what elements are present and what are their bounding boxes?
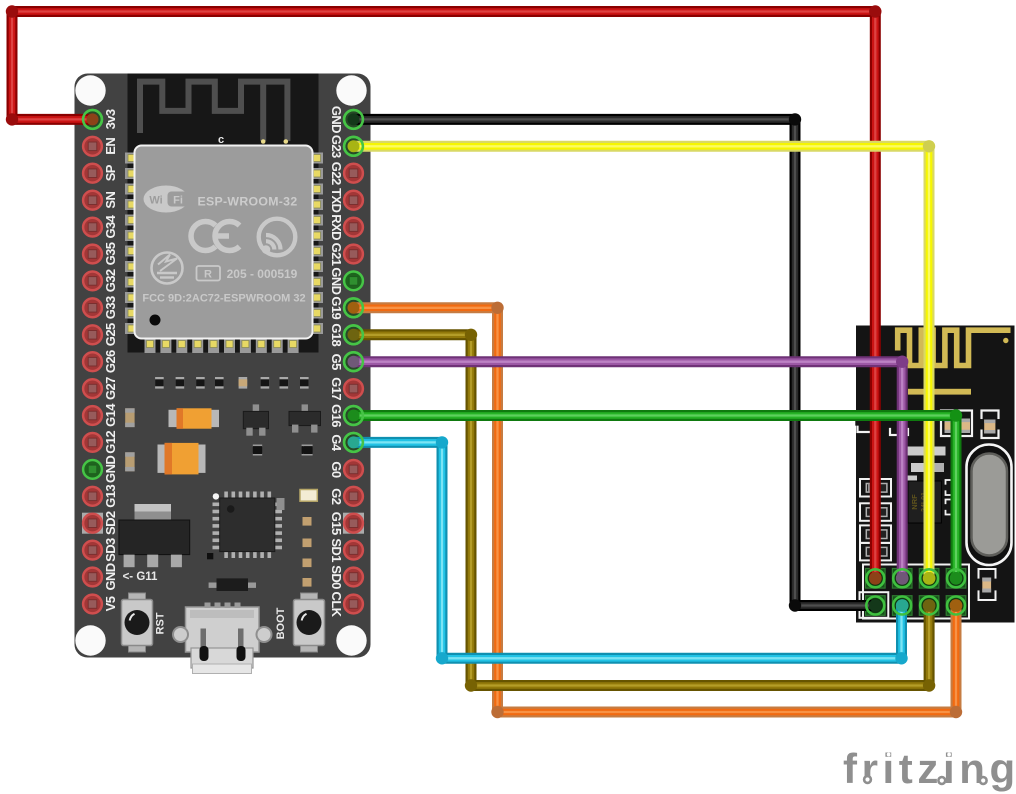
- svg-text:TXD: TXD: [329, 188, 344, 212]
- svg-text:CLK: CLK: [329, 592, 344, 618]
- svg-text:G5: G5: [329, 354, 344, 371]
- svg-text:EN: EN: [103, 138, 118, 155]
- svg-text:SD1: SD1: [329, 538, 344, 562]
- svg-text:G25: G25: [103, 323, 118, 346]
- svg-text:ESP-WROOM-32: ESP-WROOM-32: [198, 195, 298, 209]
- svg-text:GND: GND: [103, 456, 118, 483]
- svg-text:SP: SP: [103, 164, 118, 181]
- svg-text:G17: G17: [329, 377, 344, 400]
- svg-text:GND: GND: [329, 267, 344, 294]
- svg-text:<- G11: <- G11: [123, 571, 158, 583]
- svg-text:SD2: SD2: [103, 511, 118, 535]
- svg-text:G32: G32: [103, 269, 118, 292]
- svg-text:NRF: NRF: [910, 494, 919, 510]
- svg-text:V5: V5: [103, 596, 118, 611]
- svg-text:G15: G15: [329, 512, 344, 535]
- svg-text:G21: G21: [329, 243, 344, 266]
- svg-text:G19: G19: [329, 296, 344, 319]
- svg-text:RST: RST: [155, 612, 167, 634]
- svg-text:fritzing: fritzing: [843, 745, 1016, 792]
- svg-text:GND: GND: [329, 106, 344, 133]
- svg-text:Wi: Wi: [149, 195, 162, 207]
- svg-text:c: c: [218, 134, 224, 146]
- svg-text:3v3: 3v3: [103, 109, 118, 129]
- svg-text:205 - 000519: 205 - 000519: [227, 267, 298, 281]
- svg-text:G14: G14: [103, 403, 118, 427]
- svg-text:G22: G22: [329, 162, 344, 185]
- svg-text:G13: G13: [103, 485, 118, 508]
- svg-text:GND: GND: [103, 563, 118, 590]
- svg-text:R: R: [204, 269, 212, 281]
- svg-text:G18: G18: [329, 323, 344, 346]
- svg-text:G12: G12: [103, 431, 118, 454]
- svg-text:G0: G0: [329, 461, 344, 478]
- svg-text:G2: G2: [329, 488, 344, 505]
- svg-text:G23: G23: [329, 135, 344, 158]
- svg-text:SD0: SD0: [329, 565, 344, 589]
- svg-text:G33: G33: [103, 296, 118, 319]
- svg-text:G34: G34: [103, 214, 118, 238]
- svg-text:G16: G16: [329, 404, 344, 427]
- svg-text:Fi: Fi: [173, 195, 183, 207]
- svg-text:RXD: RXD: [329, 214, 344, 240]
- svg-text:G26: G26: [103, 350, 118, 373]
- svg-text:G35: G35: [103, 242, 118, 265]
- svg-text:FCC 9D:2AC72-ESPWROOM 32: FCC 9D:2AC72-ESPWROOM 32: [142, 293, 305, 305]
- svg-text:G27: G27: [103, 377, 118, 400]
- svg-text:BOOT: BOOT: [275, 607, 287, 639]
- svg-text:G4: G4: [329, 434, 344, 452]
- svg-text:SD3: SD3: [103, 538, 118, 562]
- svg-text:SN: SN: [103, 192, 118, 209]
